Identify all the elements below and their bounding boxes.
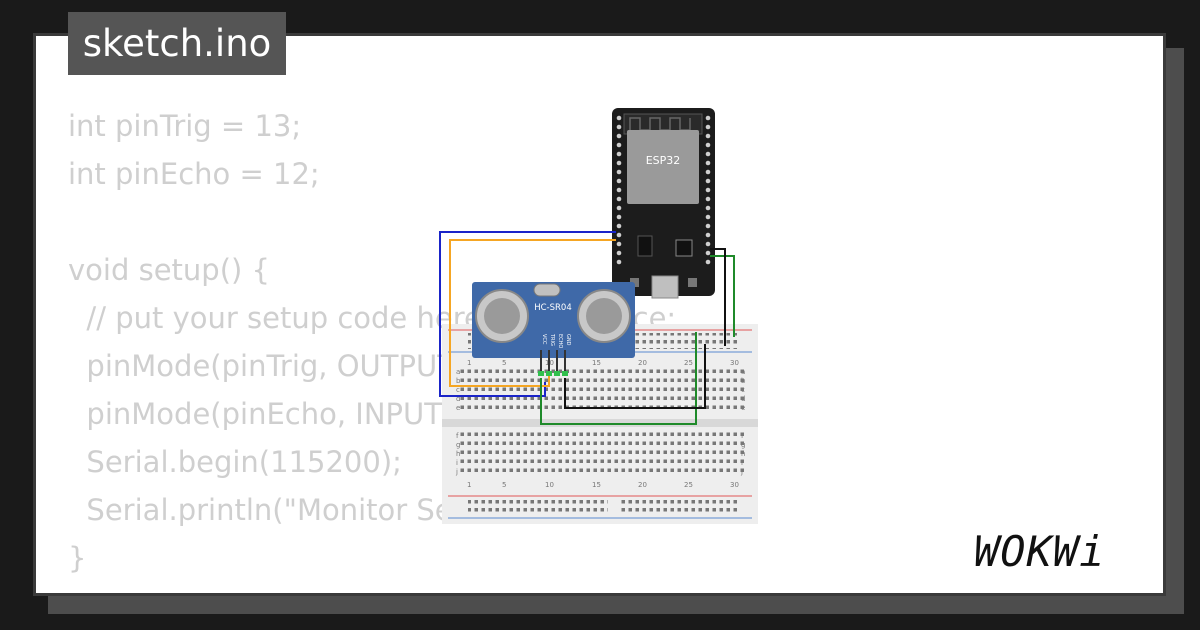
column-label: 30: [730, 481, 739, 489]
pin-contact: [562, 371, 568, 376]
column-label: 1: [467, 359, 471, 367]
row-label: i: [456, 459, 458, 467]
row-label: a: [456, 368, 460, 376]
row-label: b: [456, 377, 461, 385]
column-label: 5: [502, 359, 506, 367]
row-label: a: [741, 368, 745, 376]
code-line: int pinTrig = 13;: [68, 109, 302, 143]
code-line: void setup() {: [68, 253, 270, 287]
usb-chip: [675, 239, 693, 257]
esp32-board[interactable]: ESP32: [612, 108, 715, 299]
code-line: Serial.begin(115200);: [68, 445, 402, 479]
wire-blue[interactable]: [439, 231, 616, 397]
row-label: d: [456, 395, 460, 403]
rail-holes: [618, 333, 738, 349]
wokwi-logo: WOKWi: [974, 527, 1105, 574]
esp32-label: ESP32: [646, 154, 681, 167]
code-line: pinMode(pinEcho, INPUT);: [68, 397, 464, 431]
code-line: pinMode(pinTrig, OUTPUT);: [68, 349, 477, 383]
column-label: 25: [684, 481, 693, 489]
pin-contact: [554, 371, 560, 376]
wire-green-power[interactable]: [540, 332, 697, 425]
voltage-regulator: [637, 235, 653, 257]
ultrasonic-sensor[interactable]: HC-SR04 VCC TRIG ECHO GND: [472, 282, 635, 376]
rail-holes: [618, 499, 738, 515]
wire-black-ground[interactable]: [564, 344, 706, 409]
antenna-trace: [629, 117, 691, 131]
pin-label-gnd: GND: [565, 334, 571, 346]
sensor-label: HC-SR04: [534, 303, 572, 313]
wire-black-gnd[interactable]: [710, 248, 726, 346]
pin-label-echo: ECHO: [557, 334, 563, 348]
row-label: c: [456, 386, 460, 394]
wire-orange[interactable]: [449, 239, 616, 387]
code-line: int pinEcho = 12;: [68, 157, 320, 191]
column-label: 25: [684, 359, 693, 367]
pin-contact: [546, 371, 552, 376]
row-label: g: [741, 441, 745, 449]
pin-contact: [538, 371, 544, 376]
row-label: c: [741, 386, 745, 394]
circuit-diagram[interactable]: 1 5 10 15 20 25 30 1 5 10 15 20 25 30 a …: [438, 106, 768, 526]
column-label: 15: [592, 481, 601, 489]
wires[interactable]: [439, 231, 735, 425]
terminal-holes-bottom: [458, 432, 745, 477]
column-label: 10: [545, 481, 554, 489]
row-label: b: [741, 377, 746, 385]
column-label: 1: [467, 481, 471, 489]
pin-label-trig: TRIG: [549, 333, 555, 346]
wire-green-vcc[interactable]: [710, 255, 735, 337]
reset-button[interactable]: [630, 278, 639, 287]
file-tab[interactable]: sketch.ino: [68, 12, 286, 75]
row-label: f: [741, 432, 744, 440]
file-name: sketch.ino: [82, 22, 272, 65]
row-label: f: [456, 432, 459, 440]
row-label: e: [456, 404, 460, 412]
row-label: j: [740, 468, 743, 476]
row-label: h: [456, 450, 460, 458]
pin-label-vcc: VCC: [541, 334, 547, 345]
logo-text: WOKWi: [974, 527, 1105, 574]
row-label: h: [741, 450, 745, 458]
crystal: [533, 283, 561, 297]
row-label: j: [455, 468, 458, 476]
code-line: }: [68, 541, 87, 575]
rail-holes: [468, 499, 608, 515]
column-label: 20: [638, 359, 647, 367]
row-label: g: [456, 441, 460, 449]
column-label: 15: [592, 359, 601, 367]
boot-button[interactable]: [688, 278, 697, 287]
transducer-left-mesh: [484, 298, 520, 334]
column-label: 5: [502, 481, 506, 489]
column-label: 30: [730, 359, 739, 367]
row-label: d: [741, 395, 745, 403]
esp32-module: [627, 130, 699, 204]
usb-port: [651, 275, 679, 299]
terminal-holes-top: [458, 368, 745, 413]
column-label: 20: [638, 481, 647, 489]
row-label: i: [741, 459, 743, 467]
row-label: e: [741, 404, 745, 412]
transducer-right-mesh: [586, 298, 622, 334]
